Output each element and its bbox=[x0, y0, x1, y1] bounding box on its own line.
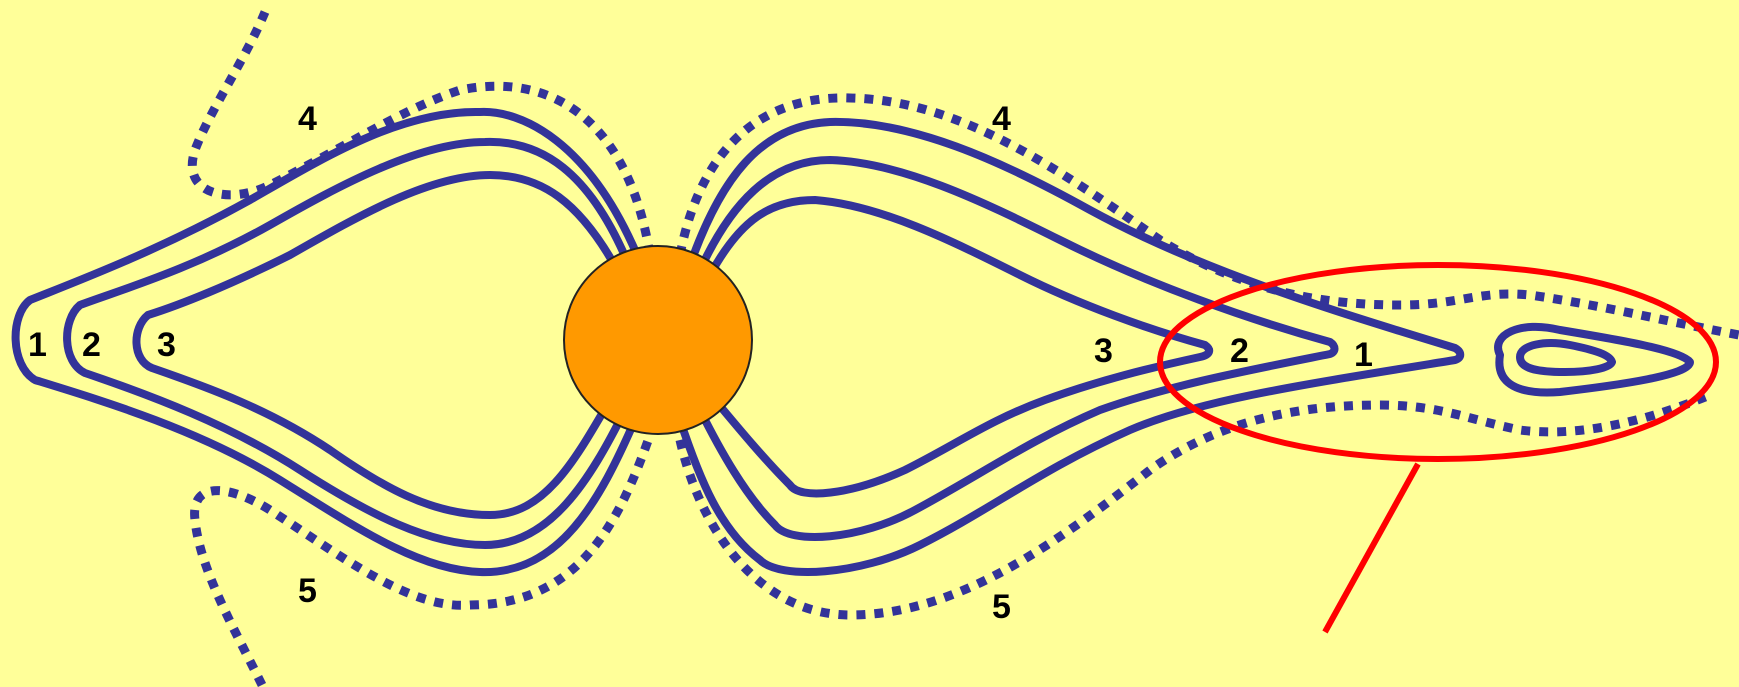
label-right-line-1: 1 bbox=[1354, 336, 1373, 374]
field-line-right-1 bbox=[676, 117, 1465, 576]
label-left-line-2: 2 bbox=[82, 326, 101, 364]
field-line-right-2 bbox=[696, 156, 1339, 541]
field-line-left-1 bbox=[11, 107, 644, 577]
label-right-lower-dotted: 5 bbox=[992, 588, 1011, 626]
dotted-line-left-upper bbox=[188, 10, 655, 256]
detached-loop-outer bbox=[1494, 322, 1694, 397]
label-right-line-3: 3 bbox=[1094, 332, 1113, 370]
sun-circle bbox=[563, 245, 753, 435]
field-line-left-3 bbox=[132, 171, 624, 519]
field-line-left-2 bbox=[63, 137, 634, 549]
highlight-ellipse bbox=[1157, 262, 1719, 462]
label-left-upper-dotted: 4 bbox=[298, 100, 317, 138]
label-left-line-1: 1 bbox=[28, 326, 47, 364]
detached-loop-inner bbox=[1516, 339, 1616, 376]
dotted-line-right-lower bbox=[675, 390, 1712, 620]
dotted-line-left-lower bbox=[190, 433, 655, 687]
label-right-upper-dotted: 4 bbox=[992, 100, 1011, 138]
highlight-pointer-line bbox=[1322, 462, 1421, 634]
label-left-line-3: 3 bbox=[157, 326, 176, 364]
label-right-line-2: 2 bbox=[1230, 332, 1249, 370]
field-line-right-3 bbox=[706, 196, 1214, 498]
label-left-lower-dotted: 5 bbox=[298, 572, 317, 610]
